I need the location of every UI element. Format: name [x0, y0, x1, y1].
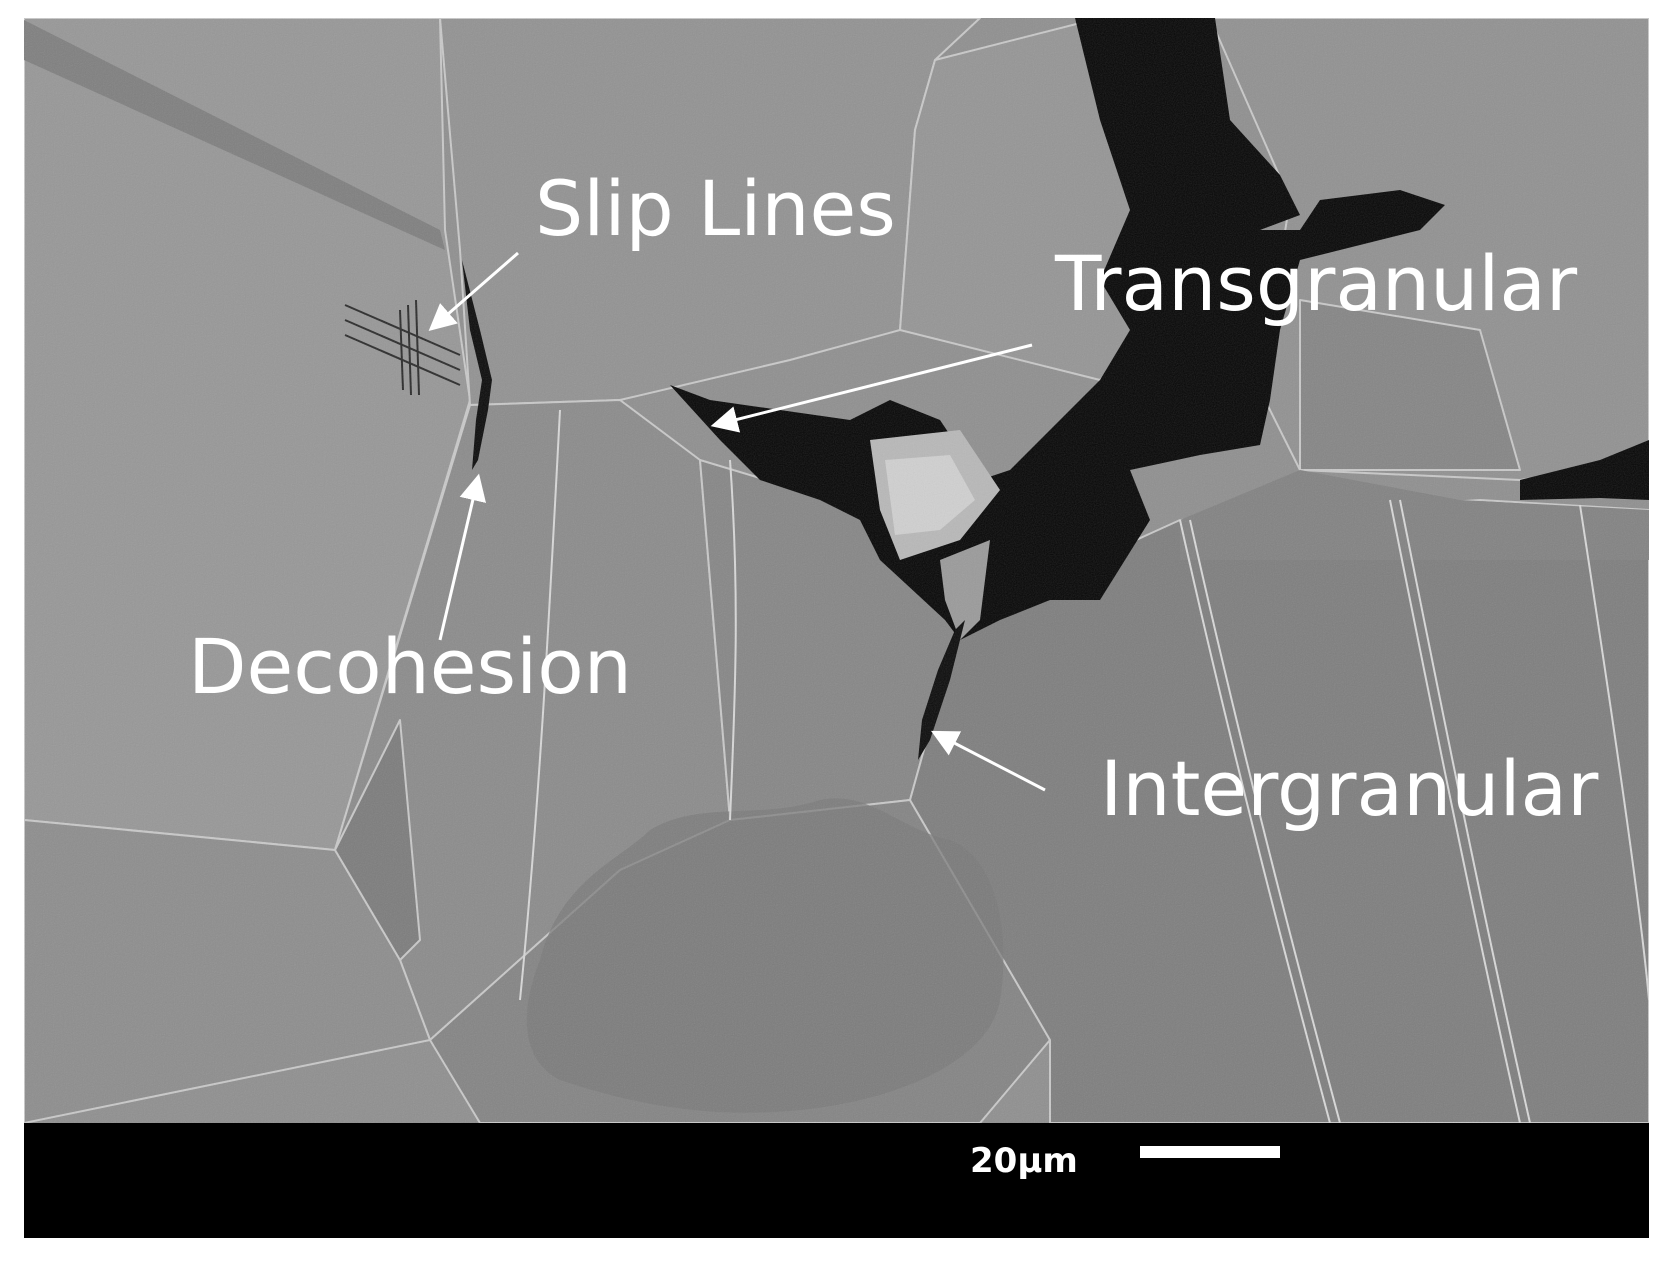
- label-transgranular: Transgranular: [1054, 239, 1578, 328]
- decohesion-arrow: [438, 473, 487, 641]
- micrograph: [24, 18, 1649, 1123]
- transgranular-arrow: [710, 343, 1033, 433]
- label-slip-lines: Slip Lines: [535, 164, 896, 253]
- label-intergranular: Intergranular: [1100, 744, 1599, 833]
- scale-bar-band: 20µm: [24, 1123, 1649, 1238]
- annotation-labels: Slip Lines Transgranular Decohesion Inte…: [188, 164, 1599, 833]
- scale-bar: [1140, 1146, 1280, 1158]
- annotation-arrows: [428, 251, 1046, 792]
- slip-lines-arrow: [428, 251, 519, 331]
- intergranular-arrow: [931, 730, 1046, 792]
- label-decohesion: Decohesion: [188, 622, 632, 711]
- scale-bar-label: 20µm: [970, 1141, 1078, 1181]
